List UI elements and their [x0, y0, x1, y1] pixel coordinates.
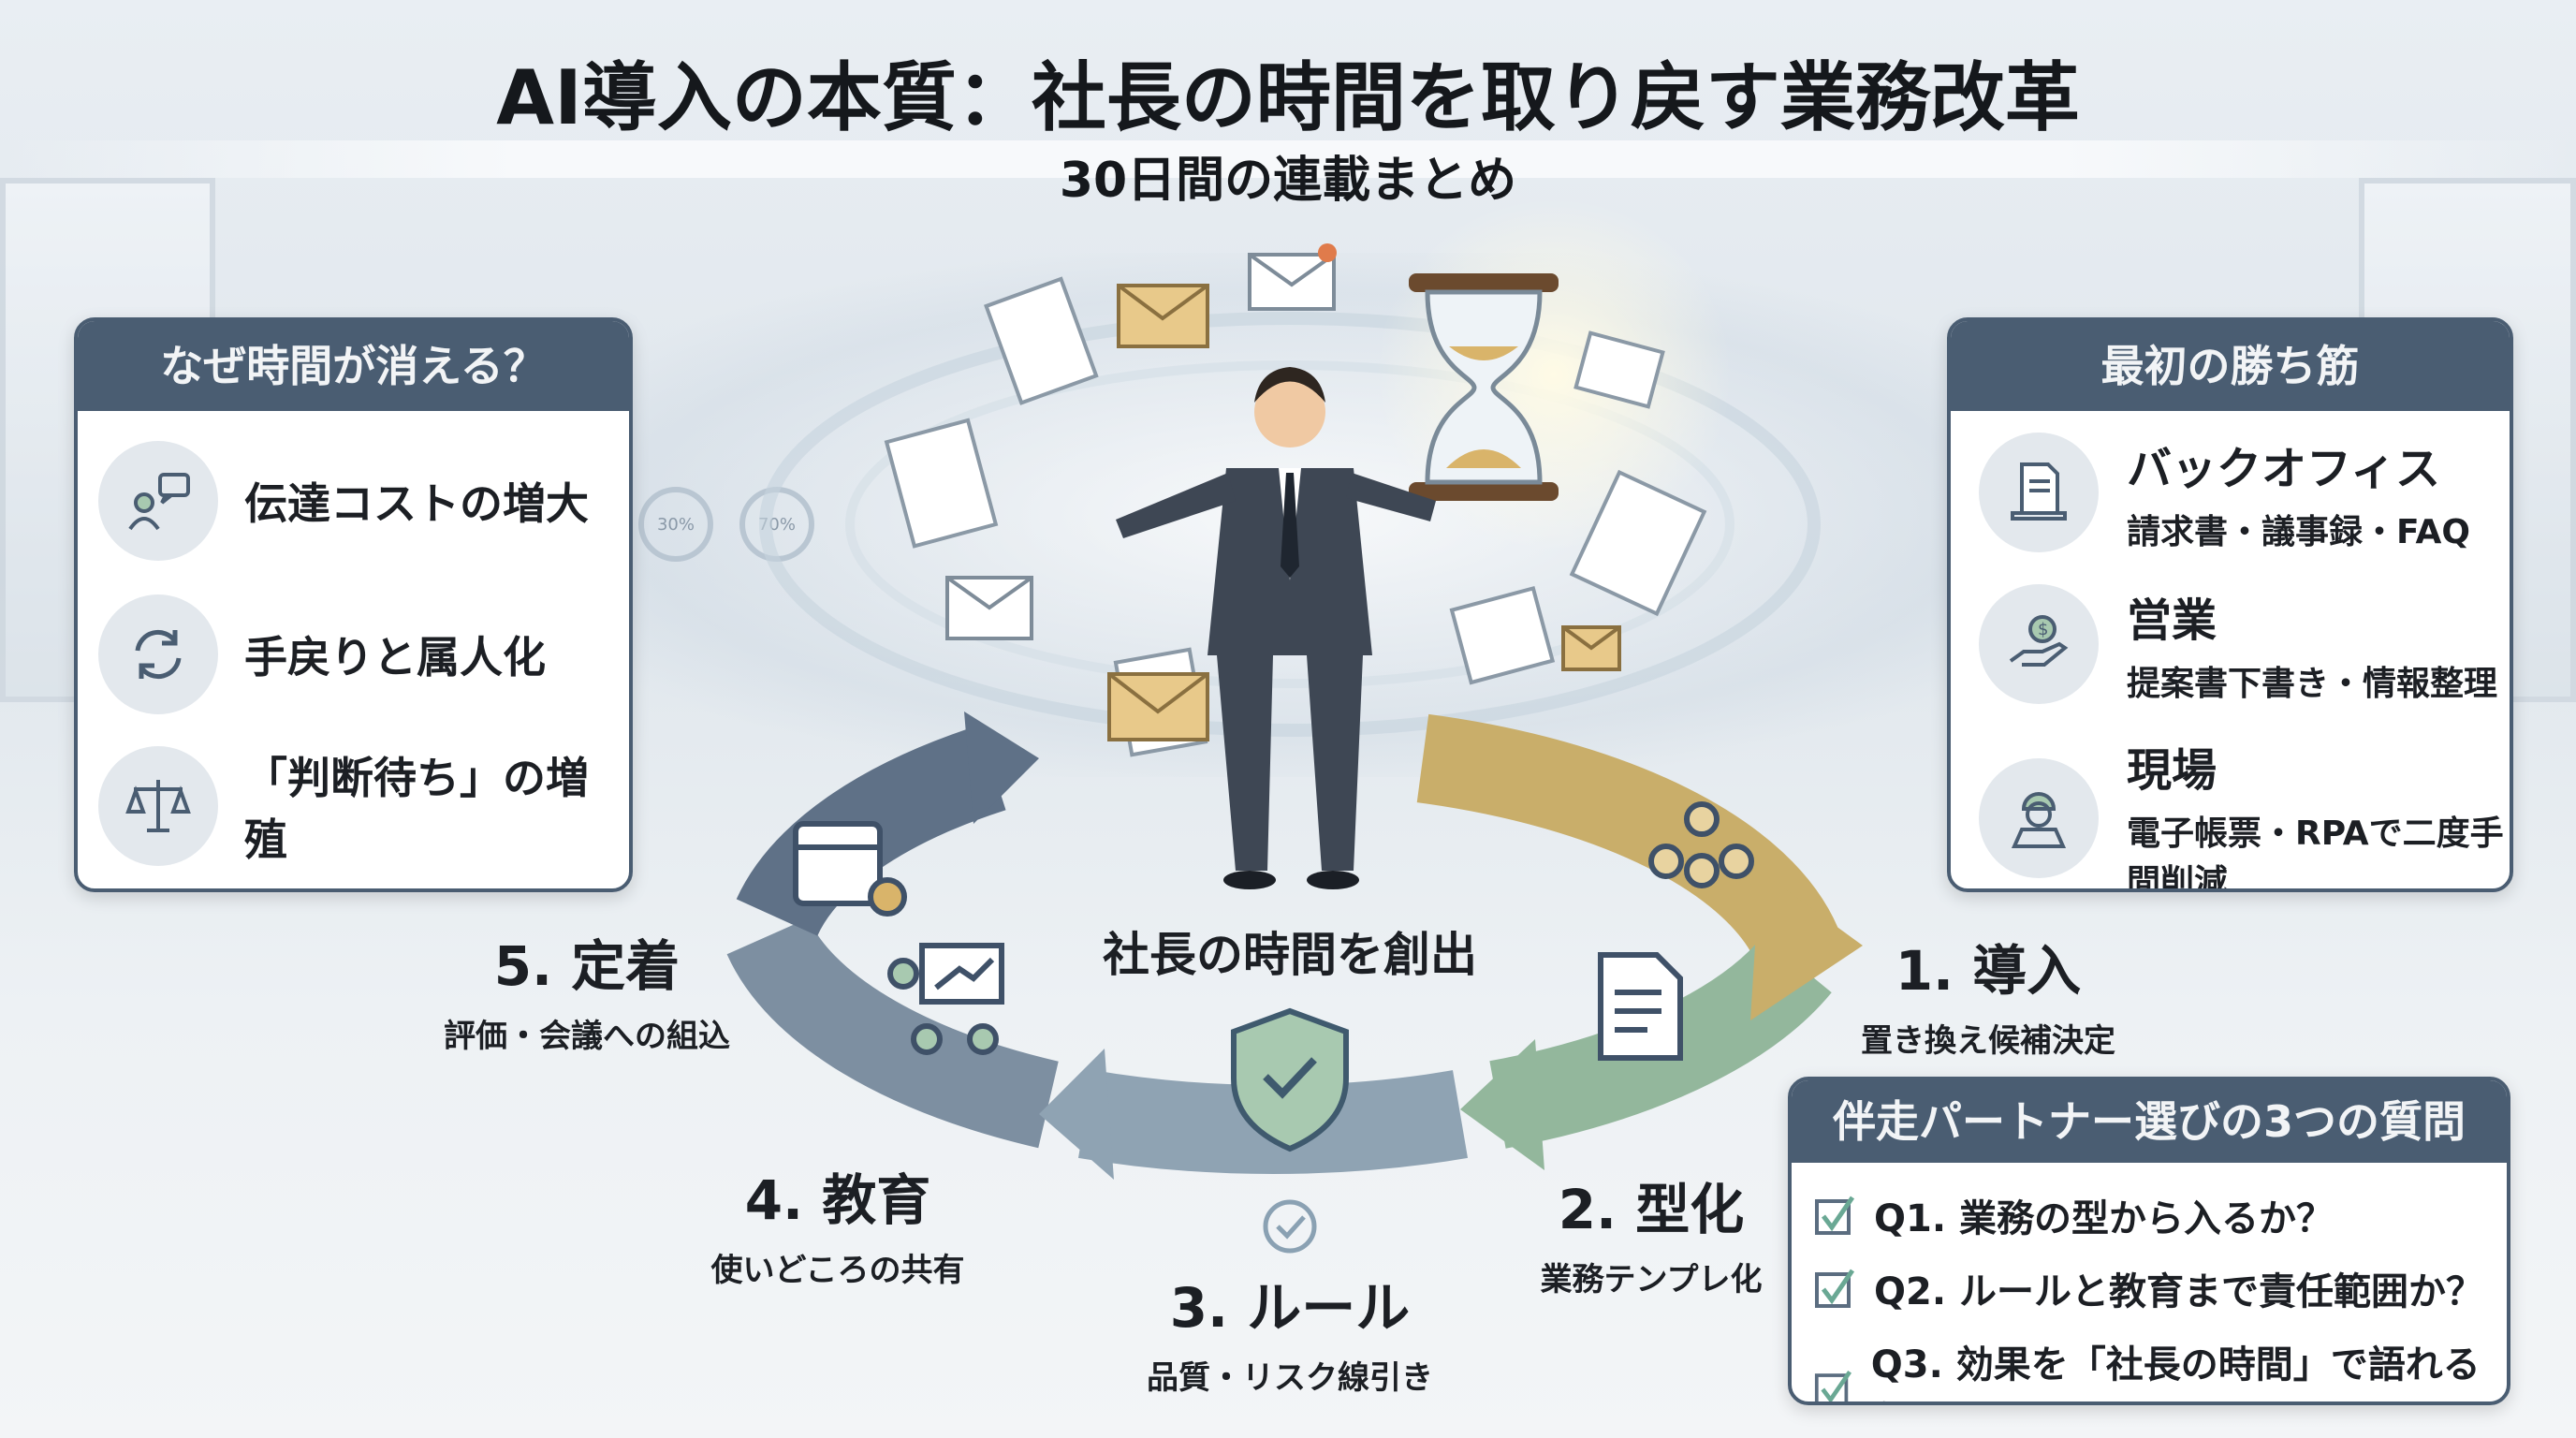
list-item: 手戻りと属人化: [98, 594, 546, 714]
page-subtitle: 30日間の連載まとめ: [1059, 153, 1517, 209]
partner-questions-panel: 伴走パートナー選びの3つの質問 Q1. 業務の型から入るか？ Q2. ルールと教…: [1788, 1077, 2510, 1405]
panel-title: 最初の勝ち筋: [1951, 321, 2510, 411]
arrowhead-2: [1460, 1039, 1544, 1170]
step-2-desc: 業務テンプレ化: [1540, 1261, 1763, 1299]
team-people-icon: [1648, 801, 1754, 888]
question-text: Q1. 業務の型から入るか？: [1874, 1197, 2334, 1240]
chat-people-icon: [98, 441, 218, 561]
step-5: 5. 定着評価・会議への組込: [444, 922, 730, 1056]
checkbox-checked-icon: [1815, 1196, 1855, 1235]
step-5-title: 5. 定着: [493, 934, 681, 998]
worker-helmet-icon: [1979, 758, 2099, 878]
flying-documents: [884, 276, 1707, 757]
step-1-desc: 置き換え候補決定: [1861, 1022, 2115, 1060]
template-document-icon: [1598, 952, 1683, 1061]
envelope-icons: [1107, 284, 1621, 741]
item-desc: 電子帳票・RPAで二度手間削減: [2127, 814, 2504, 892]
arrow-step-4: [726, 917, 1059, 1149]
item-desc: 提案書下書き・情報整理: [2127, 665, 2498, 703]
step-1-title: 1. 導入: [1895, 939, 2082, 1003]
list-item-label: 「判断待ち」の増殖: [244, 753, 589, 865]
cycle-arrows-icon: [98, 594, 218, 714]
check-circle-icon: [1263, 1199, 1317, 1254]
step-2: 2. 型化業務テンプレ化: [1541, 1166, 1763, 1299]
question-item: Q3. 効果を「社長の時間」で語れるか？: [1814, 1334, 2507, 1401]
question-text: Q3. 効果を「社長の時間」で語れるか？: [1870, 1343, 2481, 1401]
first-winning-path-panel: 最初の勝ち筋 バックオフィス請求書・議事録・FAQ $ 営業提案書下書き・情報整…: [1947, 317, 2513, 892]
notification-dot: [1318, 243, 1337, 262]
list-item: 伝達コストの増大: [98, 441, 589, 561]
arrowhead-3: [1039, 1049, 1114, 1180]
shield-check-icon: [1231, 1007, 1349, 1152]
checkbox-checked-icon: [1814, 1371, 1852, 1401]
item-desc: 請求書・議事録・FAQ: [2127, 513, 2470, 551]
why-time-disappears-panel: なぜ時間が消える？ 伝達コストの増大 手戻りと属人化 「判断待ち」の増殖: [74, 317, 633, 892]
question-text: Q2. ルールと教育まで責任範囲か？: [1874, 1270, 2483, 1313]
hourglass-icon: [1409, 273, 1559, 501]
businessman-figure: [1116, 367, 1436, 889]
panel-title: 伴走パートナー選びの3つの質問: [1792, 1080, 2507, 1163]
panel-title: なぜ時間が消える？: [78, 321, 629, 411]
step-2-title: 2. 型化: [1558, 1178, 1745, 1241]
step-5-desc: 評価・会議への組込: [444, 1018, 730, 1055]
step-1: 1. 導入置き換え候補決定: [1861, 927, 2115, 1061]
list-item-label: 伝達コストの増大: [244, 478, 589, 529]
list-item: $ 営業提案書下書き・情報整理: [1979, 583, 2497, 705]
question-item: Q2. ルールと教育まで責任範囲か？: [1814, 1261, 2483, 1315]
scales-icon: [98, 746, 218, 866]
presentation-people-icon: [887, 943, 1004, 1055]
step-3-desc: 品質・リスク線引き: [1147, 1359, 1433, 1397]
question-item: Q1. 業務の型から入るか？: [1814, 1188, 2334, 1242]
item-title: バックオフィス: [2127, 443, 2441, 495]
step-3-title: 3. ルール: [1169, 1276, 1411, 1340]
checkbox-checked-icon: [1815, 1269, 1855, 1308]
step-4-desc: 使いどころの共有: [710, 1252, 965, 1289]
page-title: AI導入の本質：社長の時間を取り戻す業務改革: [496, 54, 2080, 141]
cycle-center-label: 社長の時間を創出: [1103, 928, 1477, 982]
calendar-gear-icon: [793, 821, 907, 917]
item-title: 営業: [2127, 594, 2217, 647]
step-4: 4. 教育使いどころの共有: [711, 1156, 965, 1290]
document-laptop-icon: [1979, 433, 2099, 552]
list-item: バックオフィス請求書・議事録・FAQ: [1979, 432, 2470, 553]
svg-text:$: $: [2038, 620, 2048, 639]
list-item: 「判断待ち」の増殖: [98, 744, 629, 868]
list-item-label: 手戻りと属人化: [244, 632, 546, 682]
arrowhead-1: [1750, 871, 1863, 1020]
step-4-title: 4. 教育: [744, 1168, 931, 1232]
arrowhead-5: [964, 712, 1039, 824]
item-title: 現場: [2127, 744, 2217, 797]
step-3: 3. ルール品質・リスク線引き: [1147, 1264, 1433, 1398]
gauge-30: 30%: [638, 487, 713, 562]
money-hand-icon: $: [1979, 584, 2099, 704]
list-item: 現場電子帳票・RPAで二度手間削減: [1979, 733, 2510, 892]
